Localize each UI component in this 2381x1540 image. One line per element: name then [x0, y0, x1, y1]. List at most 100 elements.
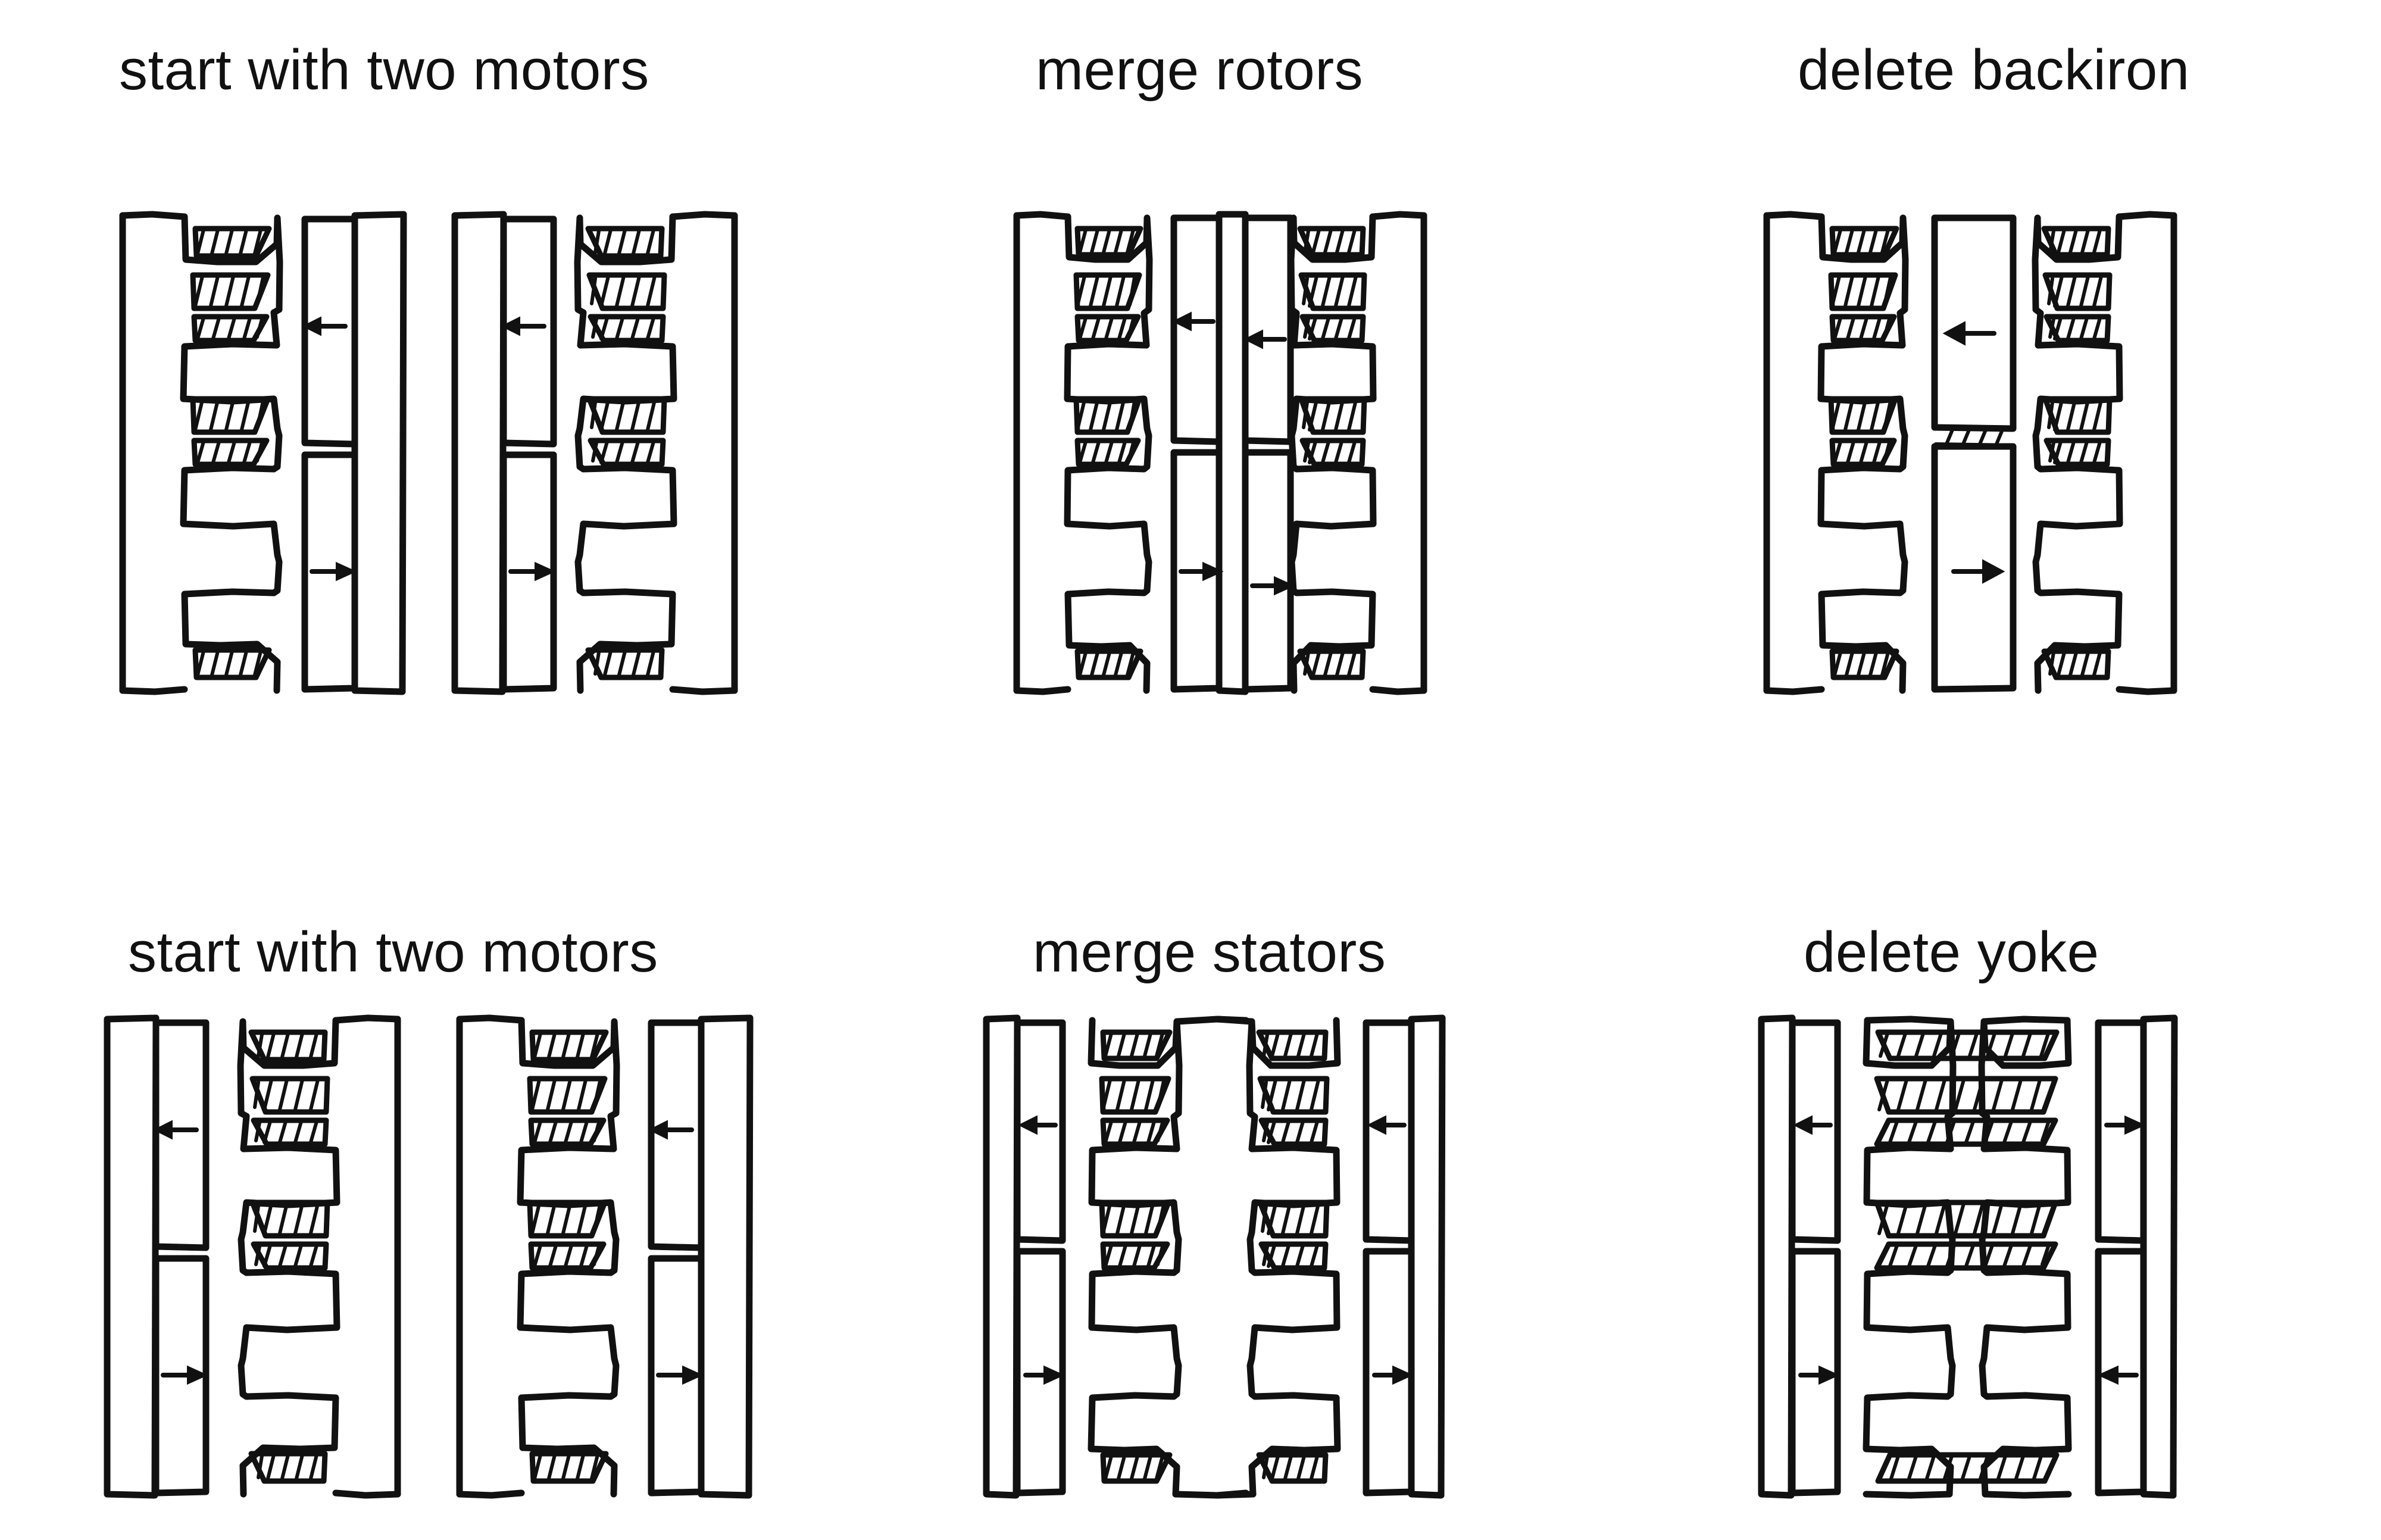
merge-rotors-coil-slot-2-left [1073, 396, 1142, 467]
panel-title-bottom-delete: delete yoke [1804, 920, 2099, 984]
coil-slot-1-right [586, 272, 667, 343]
delete-backiron-coil-top-half-right [2041, 226, 2111, 258]
figure-bottom-merge [979, 1006, 1449, 1506]
motor-left-rotor [301, 211, 407, 695]
coil-slot-bottom-half [192, 647, 272, 680]
delete-backiron-right-stator [2032, 211, 2177, 695]
delete-backiron-coil-top-half-left [1829, 226, 1899, 258]
magnet-arrow-merge-left-up [1172, 311, 1216, 332]
bottom-coil-bottom-half-b [529, 1451, 609, 1484]
merge-stators-coil-bottom-half-left [1100, 1452, 1173, 1484]
panel-top-start: start with two motors [0, 0, 833, 744]
coil-slot-2-right [586, 396, 667, 467]
delete-backiron-left-stator [1763, 211, 1909, 695]
delete-backiron-coil-slot-1-left [1828, 272, 1898, 343]
magnet-arrow-left-down [310, 561, 357, 582]
merge-stators-coil-top-half-left [1100, 1029, 1173, 1061]
merge-stators-coil-slot-1-right [1257, 1076, 1330, 1147]
magnet-arrow-left-up [302, 316, 348, 336]
panel-bottom-merge: merge stators [833, 833, 1607, 1540]
merge-stators-magnet-arrow-left-down [1023, 1365, 1065, 1385]
delete-yoke-left-rotor [1758, 1014, 1841, 1499]
merge-stators-left-rotor [983, 1014, 1066, 1499]
delete-yoke-coil-slot-1 [1874, 1076, 2058, 1147]
merge-stators-right-stator [1214, 1016, 1341, 1499]
delete-yoke-magnet-arrow-right-down [2097, 1365, 2139, 1385]
coil-slot-1 [190, 272, 271, 343]
merge-stators-magnet-arrow-left-up [1018, 1115, 1058, 1135]
merge-rotors-backiron-pair [1216, 211, 1249, 695]
delete-yoke-coil-slot-2 [1874, 1199, 2058, 1271]
figure-bottom-start [95, 1006, 762, 1506]
figure-bottom-delete [1753, 1006, 2182, 1506]
merge-stators-left-stator [1088, 1016, 1249, 1499]
merge-rotors-coil-slot-1-left [1073, 272, 1142, 343]
merge-rotors-left-magnets [1170, 214, 1223, 693]
panel-bottom-delete: delete yoke [1607, 833, 2381, 1540]
figure-top-delete [1756, 202, 2185, 702]
figure-top-start [95, 202, 762, 702]
merge-stators-magnet-arrow-right-up [1367, 1115, 1407, 1135]
magnet-arrow-merge-right-down [1250, 576, 1295, 596]
bottom-motor-left-rotor [104, 1014, 210, 1499]
delete-backiron-coil-slot-1-right [2042, 272, 2113, 343]
delete-yoke-coil-bottom-half [1875, 1452, 2060, 1484]
delete-backiron-magnet-column [1931, 214, 2017, 693]
bottom-coil-slot-2-a [249, 1199, 330, 1271]
motor-right-stator [574, 211, 738, 695]
magnet-arrow-right-up [501, 316, 546, 336]
merge-rotors-right-magnets [1242, 214, 1294, 693]
merge-rotors-left-stator [1013, 211, 1153, 695]
magnet-arrow-merge-right-up [1243, 329, 1287, 349]
coil-slot-top-half [192, 226, 272, 259]
delete-yoke-coil-top-half [1875, 1029, 2060, 1061]
merge-rotors-right-stator [1288, 211, 1427, 695]
bottom-motor-left-stator [237, 1014, 401, 1499]
delete-backiron-coil-bottom-half-left [1829, 648, 1899, 680]
panel-bottom-start: start with two motors [0, 833, 833, 1540]
merge-rotors-coil-top-half-left [1074, 226, 1143, 258]
merge-stators-magnet-arrow-right-down [1372, 1365, 1414, 1385]
panel-top-delete: delete backiron [1607, 0, 2381, 744]
merge-stators-coil-slot-1-left [1099, 1076, 1171, 1147]
merge-rotors-coil-bottom-half-left [1074, 648, 1143, 680]
bottom-magnet-arrow-right-down [656, 1365, 704, 1385]
bottom-motor-right-rotor [648, 1014, 754, 1499]
motor-right-rotor [451, 211, 557, 695]
magnet-arrow-merge-left-down [1179, 561, 1224, 582]
bottom-coil-slot-2-b [527, 1199, 608, 1271]
delete-backiron-coil-slot-2-right [2042, 396, 2113, 467]
coil-slot-bottom-half-right [585, 647, 665, 680]
merge-stators-coil-slot-2-left [1099, 1199, 1171, 1271]
bottom-coil-top-half-b [529, 1029, 609, 1063]
panel-top-merge: merge rotors [833, 0, 1607, 744]
panel-title-top-merge: merge rotors [1036, 38, 1364, 102]
panel-title-bottom-merge: merge stators [1033, 920, 1386, 984]
coil-slot-top-half-right [585, 226, 665, 259]
merge-rotors-coil-slot-2-right [1298, 396, 1367, 467]
bottom-coil-bottom-half-a [248, 1451, 328, 1484]
delete-yoke-magnet-arrow-left-down [1798, 1365, 1840, 1385]
merge-rotors-coil-bottom-half-right [1297, 648, 1366, 680]
delete-backiron-coil-bottom-half-right [2041, 648, 2111, 680]
panel-title-bottom-start: start with two motors [128, 920, 658, 984]
bottom-coil-slot-1-b [527, 1076, 608, 1147]
panel-title-top-delete: delete backiron [1798, 38, 2190, 102]
bottom-coil-top-half-a [248, 1029, 328, 1063]
merge-stators-coil-slot-2-right [1257, 1199, 1330, 1271]
coil-slot-2 [190, 396, 271, 467]
delete-yoke-right-rotor [2095, 1014, 2178, 1499]
magnet-arrow-right-down [508, 561, 556, 582]
bottom-coil-slot-1-a [249, 1076, 330, 1147]
magnet-arrow-delete-down [1951, 559, 2005, 584]
delete-backiron-coil-slot-2-left [1828, 396, 1898, 467]
bottom-motor-right-stator [456, 1014, 620, 1499]
delete-yoke-magnet-arrow-left-up [1793, 1115, 1833, 1135]
bottom-magnet-arrow-left-up [153, 1120, 199, 1140]
merge-rotors-coil-slot-1-right [1298, 272, 1367, 343]
merge-stators-right-rotor [1363, 1014, 1446, 1499]
figure-top-merge [1006, 202, 1435, 702]
motor-left-stator [119, 211, 283, 695]
panel-title-top-start: start with two motors [119, 38, 649, 102]
bottom-magnet-arrow-right-up [648, 1120, 694, 1140]
